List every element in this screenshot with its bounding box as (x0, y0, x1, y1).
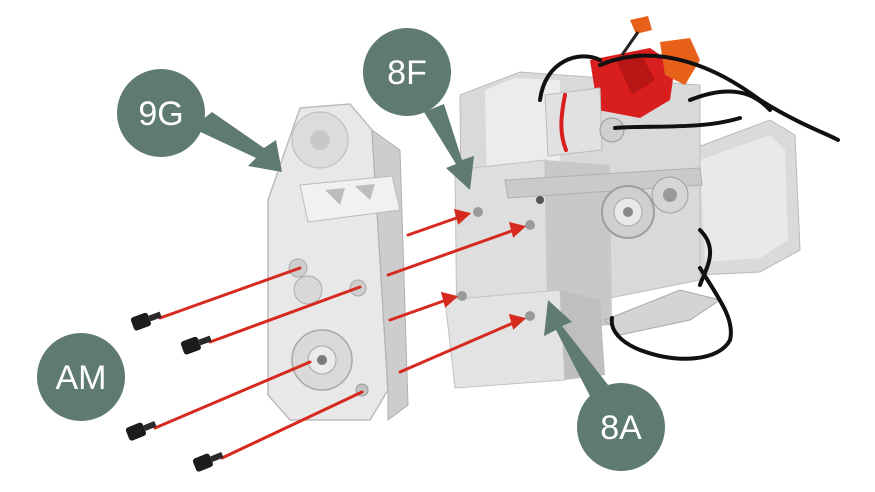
callout-pointers (192, 104, 612, 400)
callout-8a: 8A (577, 383, 665, 471)
callout-am: AM (37, 333, 125, 421)
callout-8f-label: 8F (387, 54, 427, 92)
callout-am-label: AM (56, 359, 107, 397)
callout-8a-label: 8A (600, 409, 642, 447)
callout-9g-label: 9G (138, 95, 183, 133)
callout-8f: 8F (363, 28, 451, 116)
pulley-icon (601, 176, 689, 239)
callout-9g: 9G (117, 69, 205, 157)
cover-plate-icon (267, 103, 409, 421)
cable-icon (538, 53, 840, 361)
engine-block-icon (444, 16, 801, 389)
screw-arrows (153, 208, 527, 460)
screw-icon (125, 311, 224, 472)
